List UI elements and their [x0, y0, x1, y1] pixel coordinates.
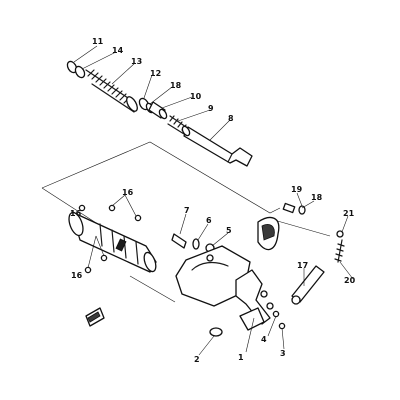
callout-17: 17 [297, 261, 308, 270]
spring-part-9 [167, 115, 187, 135]
callout-18-top: 18 [170, 81, 182, 90]
lever-assembly [257, 202, 345, 330]
callout-5: 5 [226, 226, 232, 235]
callout-8: 8 [228, 114, 234, 123]
seal-part-2 [209, 327, 223, 337]
callout-3: 3 [280, 349, 286, 358]
small-clip-part [85, 307, 105, 327]
callout-labels: 11 14 13 12 18 10 9 8 16 16 16 7 6 5 19 … [70, 37, 356, 364]
callout-16-top: 16 [122, 188, 134, 197]
callout-10: 10 [190, 92, 202, 101]
callout-6: 6 [206, 216, 212, 225]
callout-19: 19 [291, 185, 303, 194]
callout-13: 13 [131, 57, 142, 66]
callout-11: 11 [92, 37, 104, 46]
callout-21: 21 [343, 209, 355, 218]
callout-7: 7 [184, 206, 190, 215]
leader-lines [73, 45, 354, 356]
callout-12: 12 [150, 69, 161, 78]
spring-part-13 [85, 69, 138, 113]
small-parts-5-6-7 [171, 233, 215, 253]
washer-part-11 [66, 60, 78, 74]
callout-16-left: 16 [70, 209, 82, 218]
callout-1: 1 [238, 353, 244, 362]
callout-9: 9 [208, 104, 214, 113]
shift-drum-assembly [68, 194, 157, 274]
bushing-part-10 [148, 101, 168, 120]
washer-part-14 [74, 65, 86, 79]
callout-18-right: 18 [311, 193, 323, 202]
callout-14: 14 [112, 46, 124, 55]
callout-16-bottom: 16 [71, 271, 83, 280]
callout-20: 20 [344, 276, 356, 285]
upper-shaft-assembly [66, 60, 253, 167]
shift-housing-part-1 [175, 245, 274, 331]
callout-4: 4 [261, 335, 267, 344]
shaft-part-8 [181, 125, 253, 167]
callout-2: 2 [194, 355, 200, 364]
